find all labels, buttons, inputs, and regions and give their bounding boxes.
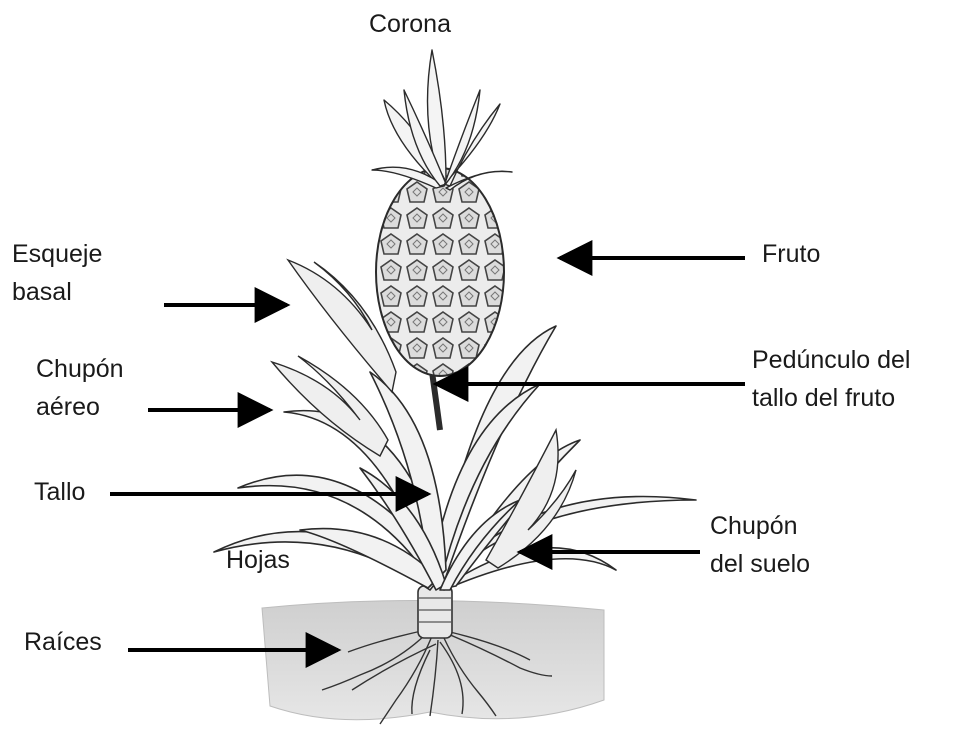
- label-chupon-aereo: Chupón aéreo: [36, 353, 124, 423]
- label-fruto: Fruto: [762, 238, 820, 270]
- pineapple-fruit: [376, 168, 504, 376]
- label-raices: Raíces: [24, 626, 102, 658]
- label-hojas: Hojas: [226, 544, 290, 576]
- label-tallo: Tallo: [34, 476, 85, 508]
- pineapple-crown: [372, 50, 512, 190]
- label-corona: Corona: [369, 8, 451, 40]
- label-chupon-suelo: Chupón del suelo: [710, 510, 810, 580]
- label-esqueje-basal: Esqueje basal: [12, 238, 102, 308]
- fruit-peduncle: [432, 372, 440, 430]
- label-pedunculo-tallo-fruto: Pedúnculo del tallo del fruto: [752, 344, 910, 414]
- stem-base: [418, 586, 452, 638]
